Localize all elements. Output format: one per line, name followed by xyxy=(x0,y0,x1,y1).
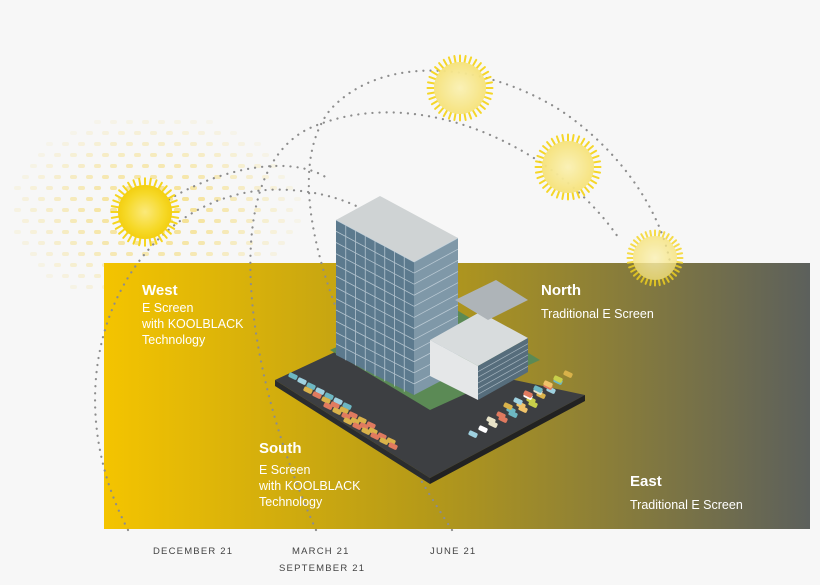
west-title: West xyxy=(142,282,178,299)
north-desc: Traditional E Screen xyxy=(541,307,654,321)
west-desc: E Screen with KOOLBLACK Technology xyxy=(142,301,244,347)
south-title: South xyxy=(259,440,302,457)
sun-icon xyxy=(626,229,684,287)
north-label: North Traditional E Screen xyxy=(541,282,654,322)
sun-icon xyxy=(110,177,180,247)
suns-group xyxy=(110,54,684,287)
east-title: East xyxy=(630,473,662,490)
sun-icon xyxy=(426,54,494,122)
south-label: South E Screen with KOOLBLACK Technology xyxy=(259,440,360,510)
sun-path-march xyxy=(249,111,622,532)
west-label: West E Screen with KOOLBLACK Technology xyxy=(142,282,243,348)
sun-icon xyxy=(534,133,602,201)
date-march: MARCH 21 xyxy=(292,546,350,557)
sun-path-december xyxy=(93,188,442,532)
building-icon xyxy=(275,196,585,484)
car-icons xyxy=(288,370,573,450)
parking-lot-icon xyxy=(275,345,585,478)
north-title: North xyxy=(541,282,581,299)
east-desc: Traditional E Screen xyxy=(630,498,743,512)
date-june: JUNE 21 xyxy=(430,546,477,557)
date-september: SEPTEMBER 21 xyxy=(279,563,366,574)
south-desc: E Screen with KOOLBLACK Technology xyxy=(259,463,361,509)
date-december: DECEMBER 21 xyxy=(153,546,234,557)
east-label: East Traditional E Screen xyxy=(630,473,743,513)
